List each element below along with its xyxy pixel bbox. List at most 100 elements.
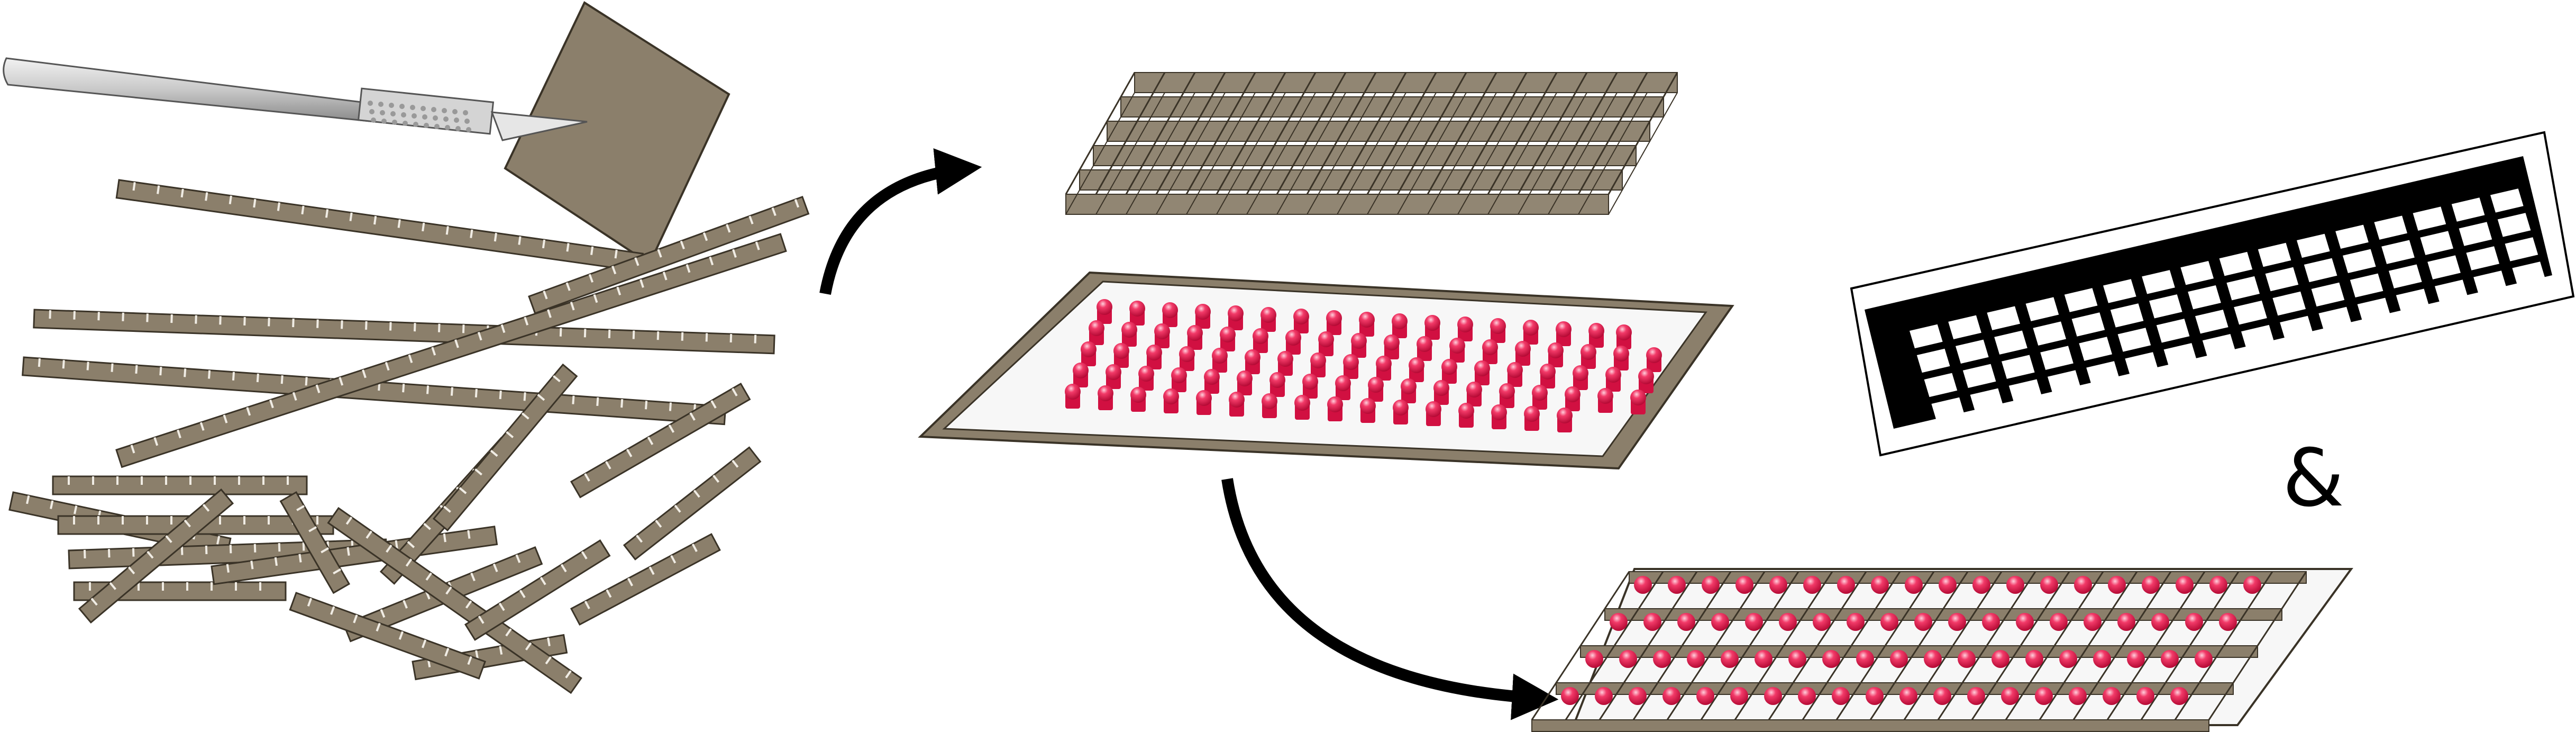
lcd-cell: [2234, 300, 2267, 325]
led: [1588, 323, 1604, 348]
result-led: [1653, 650, 1671, 668]
hobby-knife-icon: [3, 57, 588, 141]
result-led: [1992, 650, 2009, 668]
result-led: [2093, 650, 2111, 668]
led: [1179, 346, 1195, 371]
knurl-dot: [422, 114, 427, 120]
lcd-cell: [2086, 361, 2120, 385]
led: [1409, 357, 1424, 382]
knurl-dot: [434, 124, 440, 129]
lcd-cell: [2188, 285, 2221, 310]
lcd-cell: [2033, 321, 2067, 346]
lcd-cell: [2505, 237, 2538, 261]
lcd-cell: [2389, 264, 2422, 288]
knurl-dot: [455, 126, 461, 131]
lcd-cell: [2318, 306, 2352, 331]
grid-wall-col: [1065, 72, 1136, 195]
result-wall-col: [1903, 571, 2003, 720]
grid-walls: [1065, 72, 1678, 215]
led: [1360, 398, 1376, 423]
led: [1581, 344, 1596, 369]
knurl-dot: [433, 115, 438, 121]
knurl-dot: [371, 118, 376, 123]
cardboard-strip: [570, 533, 721, 626]
lcd-cell: [2071, 312, 2105, 337]
grid-wall-col: [1547, 72, 1618, 195]
lcd-cell: [1931, 397, 1965, 422]
lcd-cell: [2459, 222, 2492, 246]
led: [1548, 342, 1564, 367]
lcd-cell: [2002, 355, 2035, 379]
lcd-cell: [2110, 303, 2144, 328]
lcd-cell: [1910, 324, 1943, 349]
lcd-cell: [2156, 319, 2190, 343]
led: [1113, 343, 1129, 368]
cardboard-strip: [464, 539, 611, 641]
led: [1523, 320, 1539, 345]
led: [1121, 322, 1137, 347]
lcd-cell: [1987, 306, 2021, 330]
result-led: [2195, 650, 2213, 668]
result-wall-col: [2174, 571, 2273, 720]
result-led: [1939, 576, 1957, 594]
led: [1616, 324, 1632, 349]
led: [1490, 318, 1506, 343]
lcd-cell: [2357, 297, 2391, 322]
result-wall-col: [1598, 571, 1698, 720]
led: [1310, 353, 1326, 377]
led: [1482, 339, 1498, 364]
led: [1106, 364, 1121, 389]
knurl-dot: [368, 101, 373, 106]
led: [1335, 375, 1351, 400]
cardboard-strip: [528, 195, 810, 314]
result-led: [1735, 576, 1753, 594]
led: [1384, 335, 1400, 359]
arrow-to-result: [1221, 478, 1559, 720]
result-led: [1730, 687, 1748, 705]
lcd-cell: [1956, 339, 1989, 364]
result-led: [2136, 687, 2154, 705]
lcd-cell: [2427, 255, 2461, 279]
result-led: [1967, 687, 1985, 705]
grid-wall-col: [1336, 72, 1407, 195]
lcd-cell: [2142, 270, 2175, 294]
result-led: [1711, 613, 1729, 631]
led: [1081, 341, 1097, 366]
result-led: [2025, 650, 2043, 668]
result-led: [2151, 613, 2169, 631]
led: [1556, 321, 1572, 346]
result-led: [1595, 687, 1613, 705]
result-led: [1822, 650, 1840, 668]
cardboard-strip: [432, 363, 578, 531]
led: [1130, 387, 1146, 412]
led: [1457, 317, 1473, 341]
lcd-cell: [2350, 273, 2383, 298]
result-led: [2016, 613, 2034, 631]
lcd-cell: [2180, 260, 2214, 285]
lcd-cell: [2272, 291, 2306, 316]
result-led: [2103, 687, 2121, 705]
led: [1204, 369, 1220, 394]
led: [1229, 392, 1245, 417]
led: [1277, 351, 1293, 376]
led: [1073, 363, 1089, 387]
grid-wall-col: [1276, 72, 1347, 195]
knurl-dot: [463, 110, 468, 115]
result-led: [1643, 613, 1661, 631]
knurl-dot: [454, 118, 459, 123]
connector-symbol: &: [2282, 432, 2344, 525]
knurl-dot: [466, 127, 471, 132]
led: [1129, 301, 1145, 326]
result-led: [1914, 613, 1932, 631]
led: [1098, 385, 1113, 410]
result-led: [2050, 613, 2068, 631]
lcd-cell: [2117, 328, 2151, 352]
lcd-cell: [2297, 233, 2330, 258]
result-led: [1764, 687, 1782, 705]
result-led: [2074, 576, 2092, 594]
knurl-dot: [442, 108, 447, 113]
led: [1441, 359, 1457, 384]
result-led: [1561, 687, 1579, 705]
result-wall-row: [1556, 682, 2234, 695]
led: [1540, 364, 1556, 388]
